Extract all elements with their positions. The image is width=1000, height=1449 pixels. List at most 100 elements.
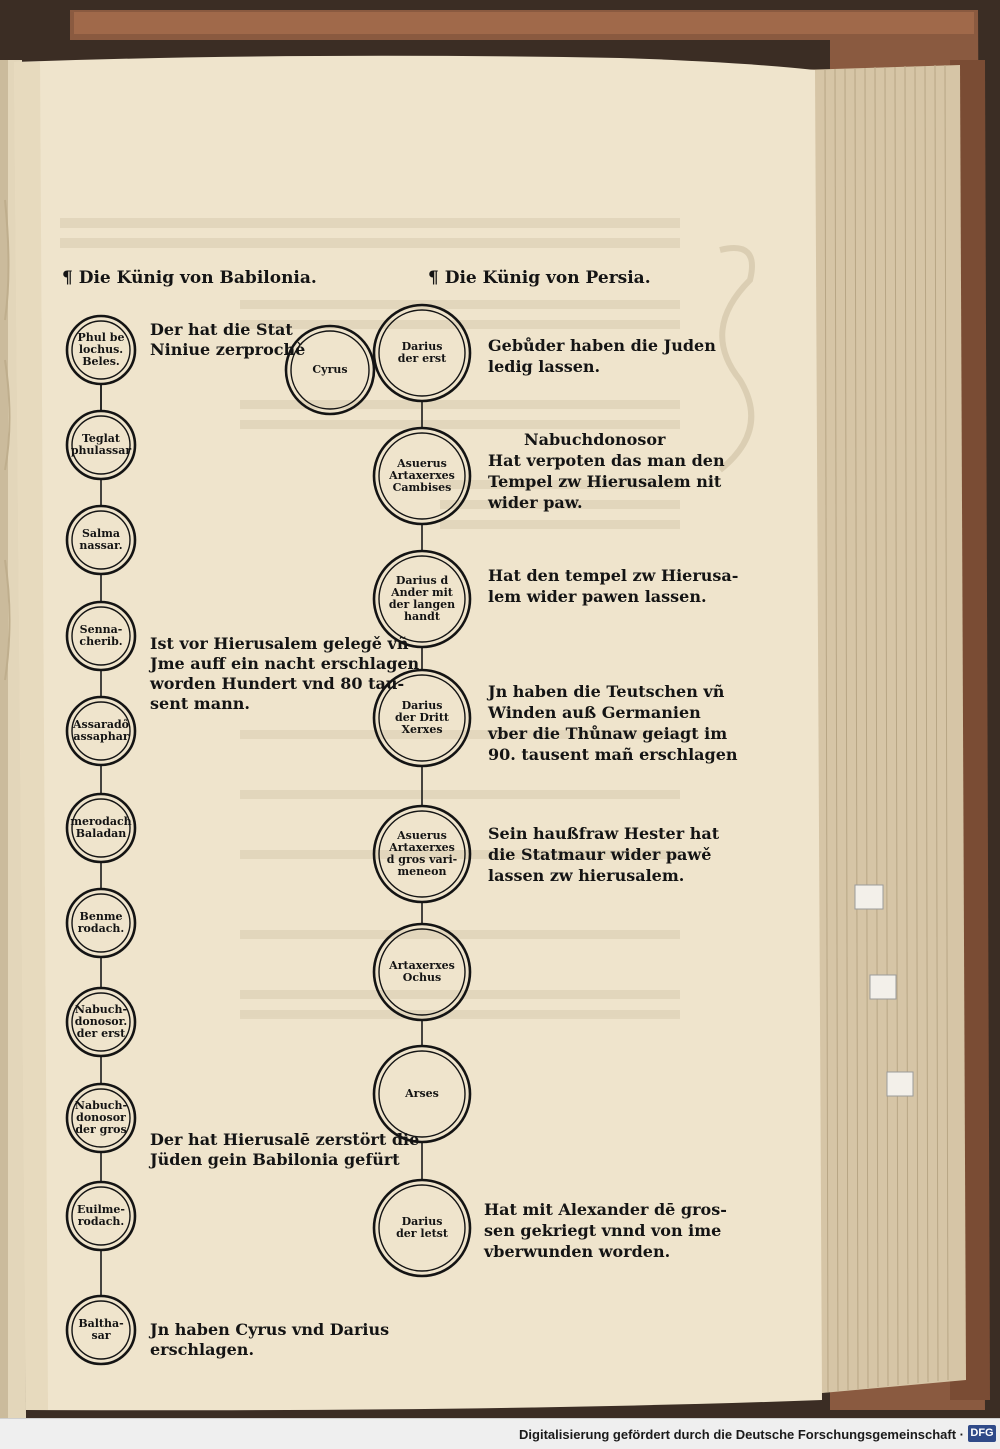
babylon-note-line: erschlagen. xyxy=(150,1340,255,1359)
persia-note-line: vberwunden worden. xyxy=(484,1242,671,1261)
babylon-king-node xyxy=(65,314,137,386)
babylon-king-label-line: Teglat xyxy=(81,432,120,445)
persia-king-node-inner-ring xyxy=(378,555,466,643)
cyrus-label: Cyrus xyxy=(312,364,347,376)
babylon-king-label-line: lochus. xyxy=(78,343,124,356)
babylon-note-line: Der hat Hierusalē zerstört die xyxy=(150,1130,420,1149)
persia-king-label-line: Artaxerxes xyxy=(389,841,455,854)
persia-king-node xyxy=(372,549,472,649)
persia-note-line: vber die Thůnaw geiagt im xyxy=(488,724,728,743)
persia-note-line: Gebůder haben die Juden xyxy=(488,336,716,355)
babylon-note-line: Jüden gein Babilonia gefürt xyxy=(150,1150,400,1169)
persia-king-node-inner-ring xyxy=(378,1184,466,1272)
persia-king-node-inner-ring xyxy=(378,309,466,397)
babylon-king-label: Euilme-rodach. xyxy=(77,1204,125,1228)
babylon-note-line: Der hat die Stat xyxy=(150,320,293,339)
babylon-king-label-line: der gros xyxy=(75,1123,127,1136)
babylon-king-label-line: Beles. xyxy=(82,355,120,368)
persia-note-line: lassen zw hierusalem. xyxy=(488,866,685,885)
footer-bar: Digitalisierung gefördert durch die Deut… xyxy=(0,1418,1000,1449)
persia-note-line: Hat verpoten das man den xyxy=(488,451,725,470)
persia-king-label-line: Xerxes xyxy=(401,723,443,736)
babylon-note-line: Ist vor Hierusalem gelegě vñ xyxy=(150,634,409,653)
persia-note-line: Sein haußfraw Hester hat xyxy=(488,824,720,843)
babylon-note-line: Jn haben Cyrus vnd Darius xyxy=(150,1320,390,1339)
babylon-king-node-inner-ring xyxy=(71,992,131,1052)
cyrus-node xyxy=(284,324,376,416)
persia-king-label-line: Arses xyxy=(405,1087,439,1100)
babylon-king-label-line: assaphar xyxy=(73,730,129,743)
persia-king-node-inner-ring xyxy=(378,1050,466,1138)
babylon-king-label-line: donosor xyxy=(76,1111,126,1124)
babylon-king-label-line: sar xyxy=(91,1329,111,1342)
babylon-king-node xyxy=(65,1294,137,1366)
babylon-king-node xyxy=(65,409,137,481)
persia-king-label-line: Ochus xyxy=(402,971,442,984)
persia-king-node xyxy=(372,668,472,768)
persia-king-label-line: Darius xyxy=(401,340,443,353)
persia-king-node xyxy=(372,922,472,1022)
cyrus-node-inner-ring xyxy=(290,330,370,410)
babylon-king-node-inner-ring xyxy=(71,1088,131,1148)
babylon-king-label-line: Senna- xyxy=(79,623,123,636)
persia-note-line: 90. tausent mañ erschlagen xyxy=(488,745,738,764)
persia-king-node xyxy=(372,303,472,403)
babylon-king-label: Senna-cherib. xyxy=(79,624,122,648)
babylon-note-line: Jme auff ein nacht erschlagen xyxy=(150,654,420,673)
persia-king-label-line: meneon xyxy=(397,865,447,878)
babylon-king-node xyxy=(65,1180,137,1252)
persia-king-label-line: der letst xyxy=(396,1227,448,1240)
dfg-logo: DFG xyxy=(968,1425,996,1442)
persia-king-label-line: der Dritt xyxy=(395,711,449,724)
persia-king-label-line: Darius xyxy=(401,699,443,712)
persia-king-label-line: Cambises xyxy=(392,481,452,494)
persia-note-line: Nabuchdonosor xyxy=(524,430,666,449)
babylon-king-label-line: Baltha- xyxy=(78,1317,124,1330)
persia-king-node-inner-ring xyxy=(378,810,466,898)
babylon-king-node xyxy=(65,887,137,959)
babylon-king-node xyxy=(65,986,137,1058)
persia-king-label-line: Artaxerxes xyxy=(389,469,455,482)
persia-note-line: Hat mit Alexander dē gros- xyxy=(484,1200,727,1219)
babylon-king-node-inner-ring xyxy=(71,701,131,761)
persia-king-node-inner-ring xyxy=(378,674,466,762)
babylon-king-label-line: Phul be xyxy=(77,331,125,344)
persia-king-node xyxy=(372,1178,472,1278)
persia-king-label-line: Darius d xyxy=(395,574,449,587)
babylon-king-node-inner-ring xyxy=(71,415,131,475)
babylon-note-line: Niniue zerprochě xyxy=(150,340,306,359)
persia-king-label-line: Asuerus xyxy=(397,457,447,470)
persia-king-label-line: handt xyxy=(404,610,440,623)
babylon-king-label-line: Baladan xyxy=(75,827,127,840)
persia-king-label-line: Darius xyxy=(401,1215,443,1228)
babylon-king-label-line: nassar. xyxy=(79,539,123,552)
babylon-king-label-line: rodach. xyxy=(77,922,125,935)
babylon-king-node xyxy=(65,792,137,864)
babylon-king-node-inner-ring xyxy=(71,893,131,953)
babylon-note-line: worden Hundert vnd 80 tau- xyxy=(150,674,405,693)
babylon-king-label-line: rodach. xyxy=(77,1215,125,1228)
babylon-king-label-line: Benme xyxy=(79,910,123,923)
persia-king-label-line: der langen xyxy=(388,598,456,611)
babylon-king-label: Baltha-sar xyxy=(78,1318,123,1342)
babylon-king-node-inner-ring xyxy=(71,510,131,570)
persia-king-node xyxy=(372,426,472,526)
persia-note-line: Tempel zw Hierusalem nit xyxy=(488,472,722,491)
funding-credit: Digitalisierung gefördert durch die Deut… xyxy=(519,1427,964,1442)
babylon-king-node xyxy=(65,504,137,576)
babylon-heading: ¶ Die Künig von Babilonia. xyxy=(62,268,317,288)
